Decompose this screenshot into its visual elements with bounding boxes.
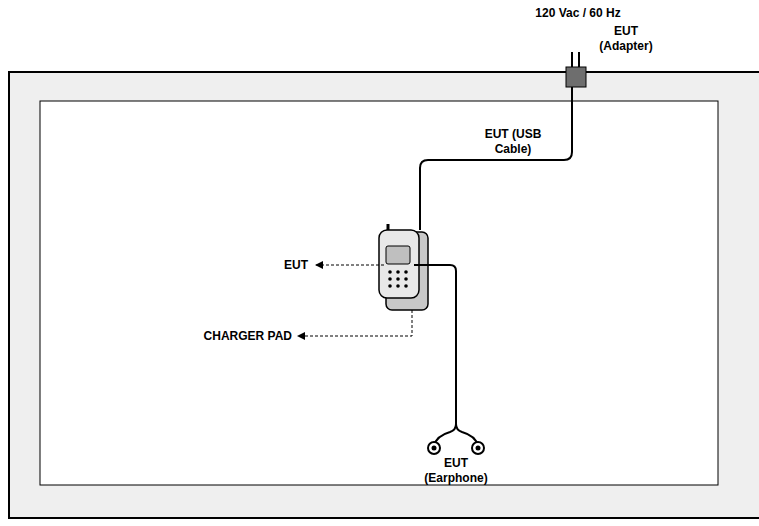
earbud <box>476 446 481 451</box>
cable-label: EUT (USB Cable) <box>471 127 555 157</box>
earbud <box>428 442 440 454</box>
earphone-cable <box>414 265 456 446</box>
inner-area <box>40 101 718 485</box>
adapter-prong <box>578 52 580 68</box>
test-table <box>9 72 759 518</box>
adapter-body <box>566 67 586 87</box>
eut-label: EUT <box>284 258 308 273</box>
earbud <box>472 442 484 454</box>
adapter-prong <box>571 52 573 68</box>
earphone-label: EUT (Earphone) <box>424 456 487 486</box>
supply-label: 120 Vac / 60 Hz <box>535 6 620 21</box>
phone-keys <box>388 270 408 288</box>
pad-label: CHARGER PAD <box>204 329 292 344</box>
earbud <box>432 446 437 451</box>
phone-screen <box>386 246 410 264</box>
leader-arrow <box>298 310 412 336</box>
phone-body <box>379 230 419 298</box>
leader-arrow <box>316 265 384 266</box>
adapter-label: EUT (Adapter) <box>599 24 652 54</box>
usb-cable <box>420 87 572 230</box>
